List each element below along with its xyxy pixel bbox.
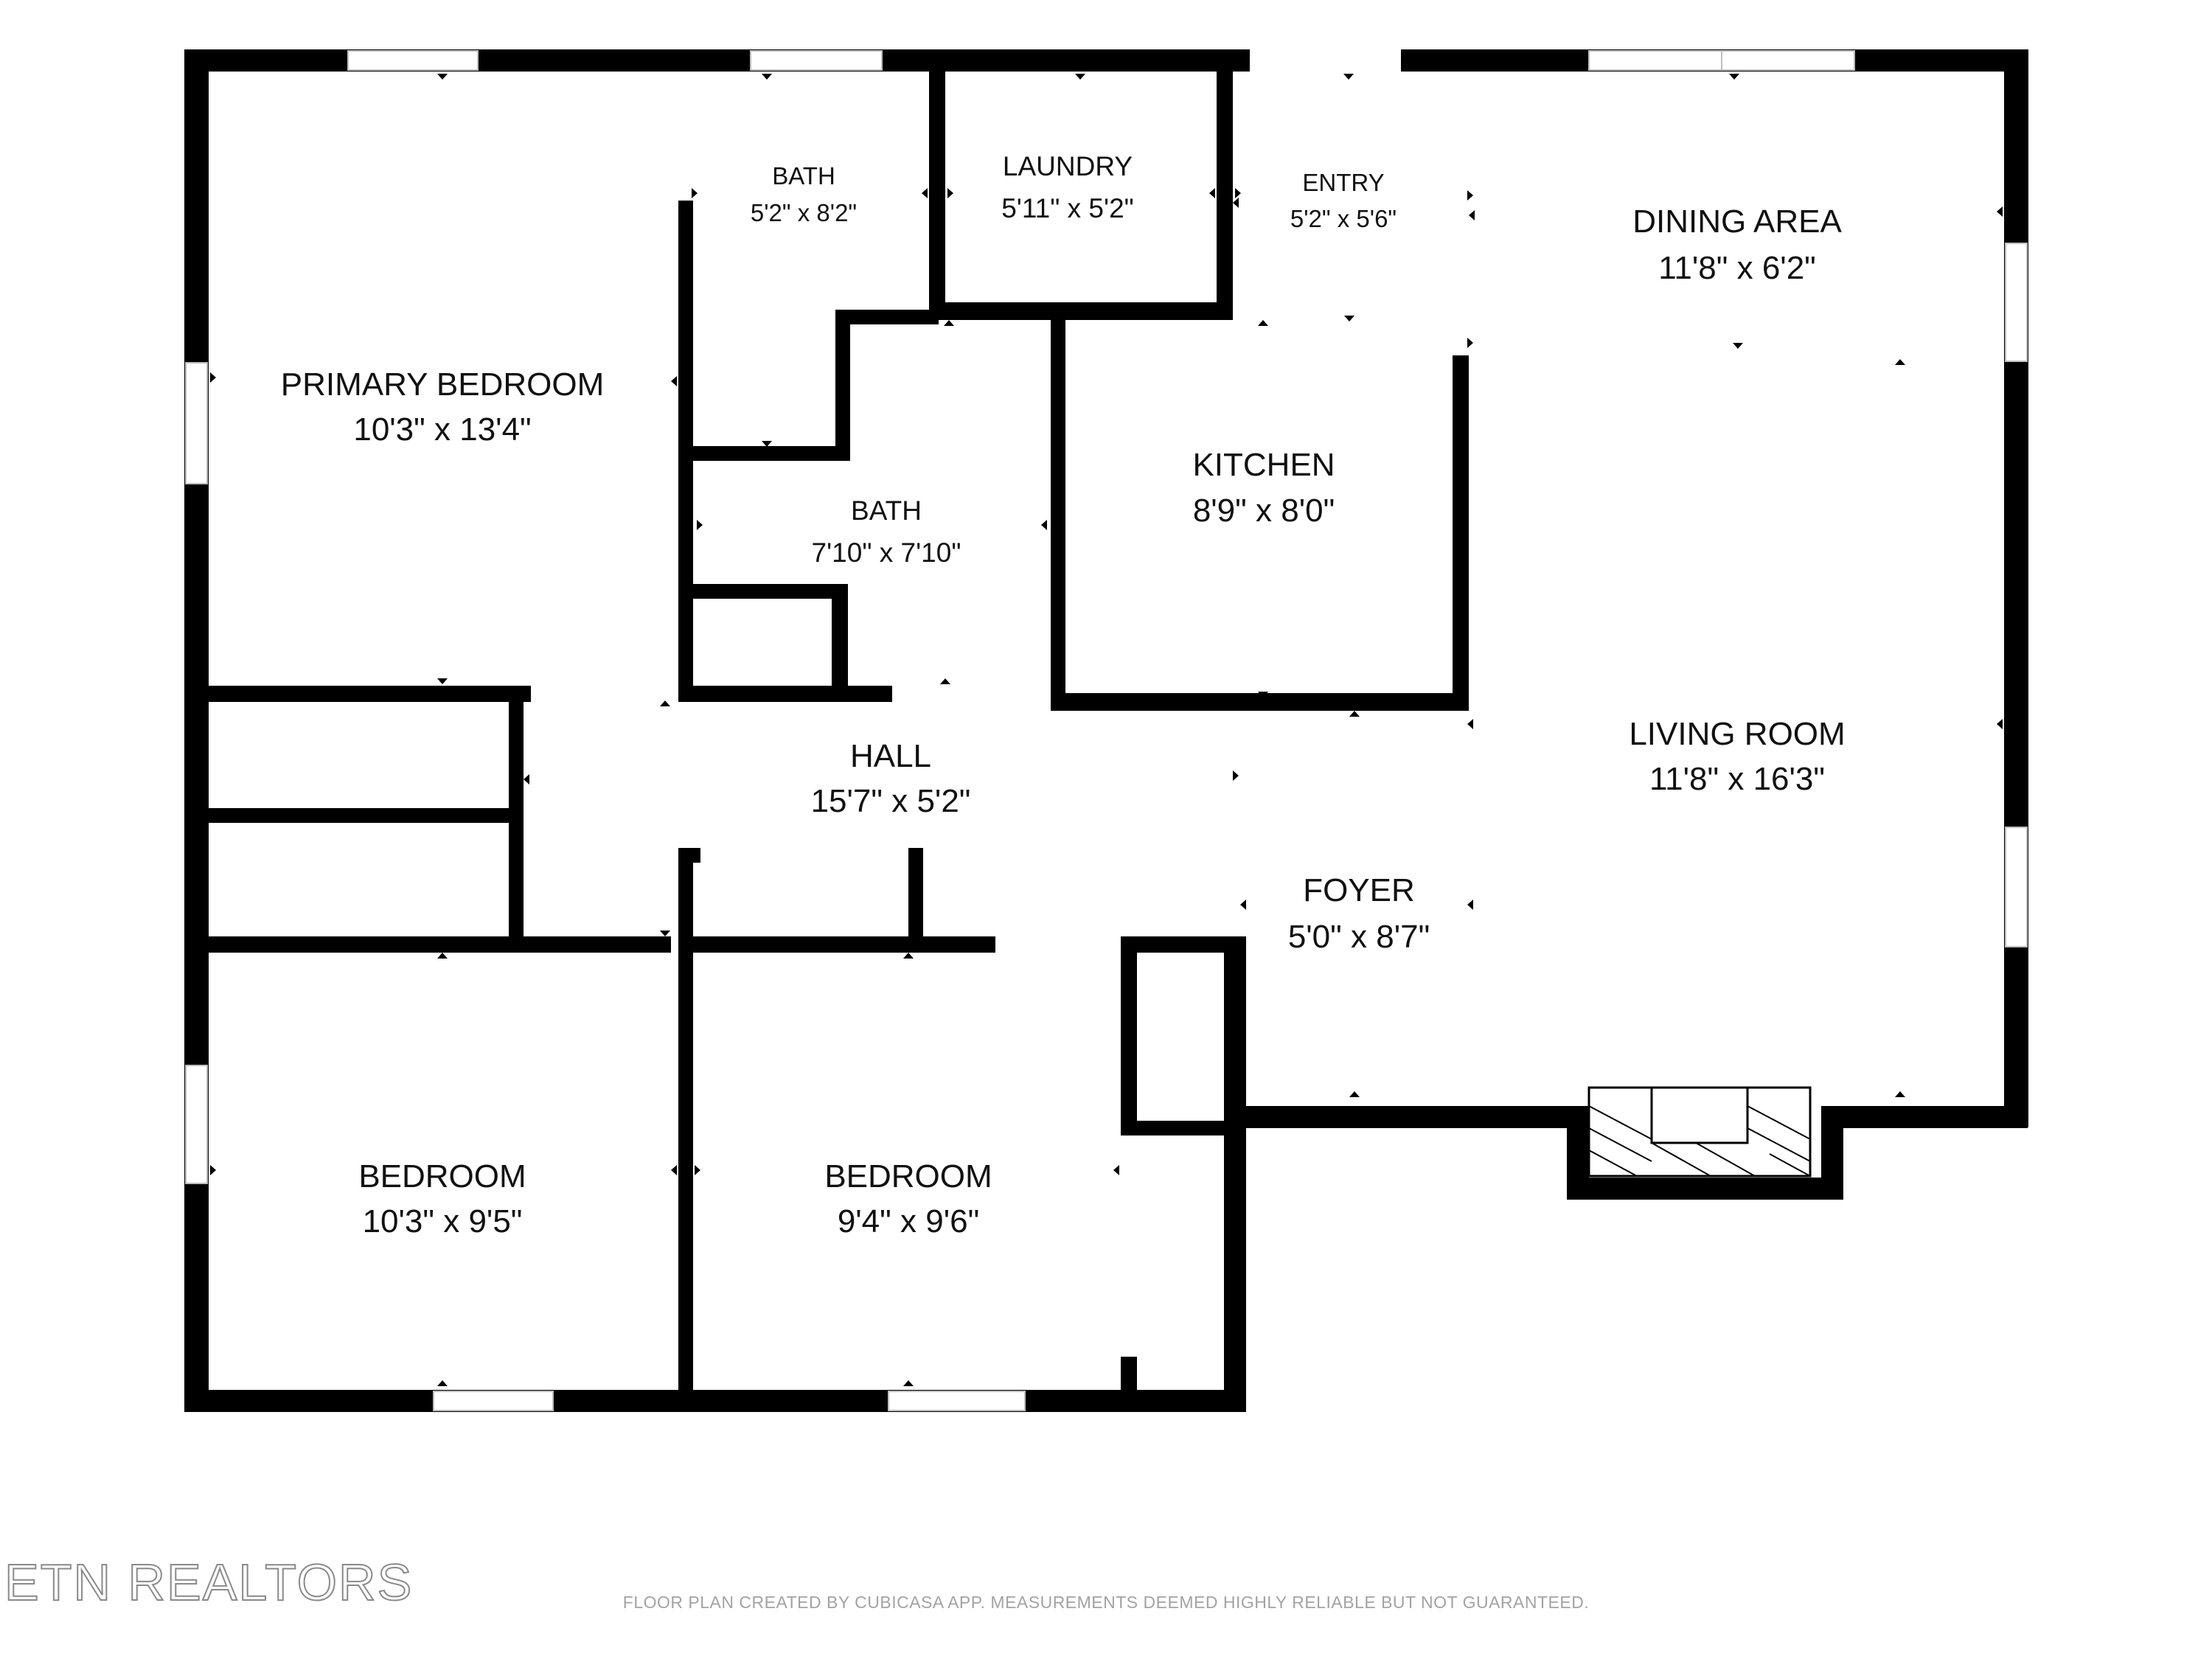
fireplace	[1587, 1086, 1812, 1178]
room-name: ENTRY	[1302, 169, 1384, 196]
room-dimensions: 15'7" x 5'2"	[811, 783, 971, 819]
room-name: LIVING ROOM	[1629, 716, 1845, 752]
room-laundry: LAUNDRY 5'11" x 5'2"	[1001, 151, 1134, 223]
room-name: HALL	[850, 738, 931, 774]
room-name: KITCHEN	[1192, 447, 1335, 483]
footer-disclaimer: FLOOR PLAN CREATED BY CUBICASA APP. MEAS…	[622, 1593, 1590, 1612]
room-living-room: LIVING ROOM 11'8" x 16'3"	[1629, 716, 1845, 797]
room-kitchen: KITCHEN 8'9" x 8'0"	[1192, 447, 1335, 529]
room-foyer: FOYER 5'0" x 8'7"	[1288, 872, 1430, 955]
door-markers	[210, 74, 2003, 1386]
room-dimensions: 8'9" x 8'0"	[1193, 493, 1335, 529]
walls	[184, 49, 2028, 1412]
room-bath-top: BATH 5'2" x 8'2"	[751, 162, 857, 226]
room-hall: HALL 15'7" x 5'2"	[811, 738, 971, 819]
room-dining-area: DINING AREA 11'8" x 6'2"	[1632, 204, 1842, 286]
room-labels: PRIMARY BEDROOM 10'3" x 13'4" BATH 5'2" …	[281, 151, 1846, 1239]
room-primary-bedroom: PRIMARY BEDROOM 10'3" x 13'4"	[281, 366, 604, 448]
room-dimensions: 11'8" x 16'3"	[1649, 761, 1825, 797]
room-name: BEDROOM	[824, 1158, 992, 1194]
room-name: FOYER	[1303, 872, 1415, 908]
room-name: PRIMARY BEDROOM	[281, 366, 604, 403]
room-dimensions: 5'2" x 8'2"	[751, 199, 857, 226]
room-dimensions: 7'10" x 7'10"	[812, 538, 961, 568]
room-name: DINING AREA	[1632, 204, 1842, 240]
room-bedroom-right: BEDROOM 9'4" x 9'6"	[824, 1158, 992, 1239]
room-dimensions: 5'0" x 8'7"	[1288, 919, 1430, 955]
room-name: BATH	[772, 162, 835, 189]
room-bath-mid: BATH 7'10" x 7'10"	[812, 495, 961, 568]
room-dimensions: 9'4" x 9'6"	[838, 1203, 979, 1239]
windows	[185, 50, 2028, 1411]
room-bedroom-left: BEDROOM 10'3" x 9'5"	[358, 1158, 526, 1239]
room-dimensions: 10'3" x 9'5"	[363, 1203, 523, 1239]
room-name: LAUNDRY	[1003, 151, 1133, 181]
room-name: BATH	[851, 495, 922, 526]
room-name: BEDROOM	[358, 1158, 526, 1194]
realtor-watermark: ETN REALTORS	[4, 1553, 414, 1612]
room-entry: ENTRY 5'2" x 5'6"	[1290, 169, 1397, 232]
room-dimensions: 5'11" x 5'2"	[1001, 193, 1134, 223]
room-dimensions: 10'3" x 13'4"	[353, 411, 531, 448]
room-dimensions: 5'2" x 5'6"	[1290, 205, 1397, 232]
room-dimensions: 11'8" x 6'2"	[1658, 250, 1816, 286]
